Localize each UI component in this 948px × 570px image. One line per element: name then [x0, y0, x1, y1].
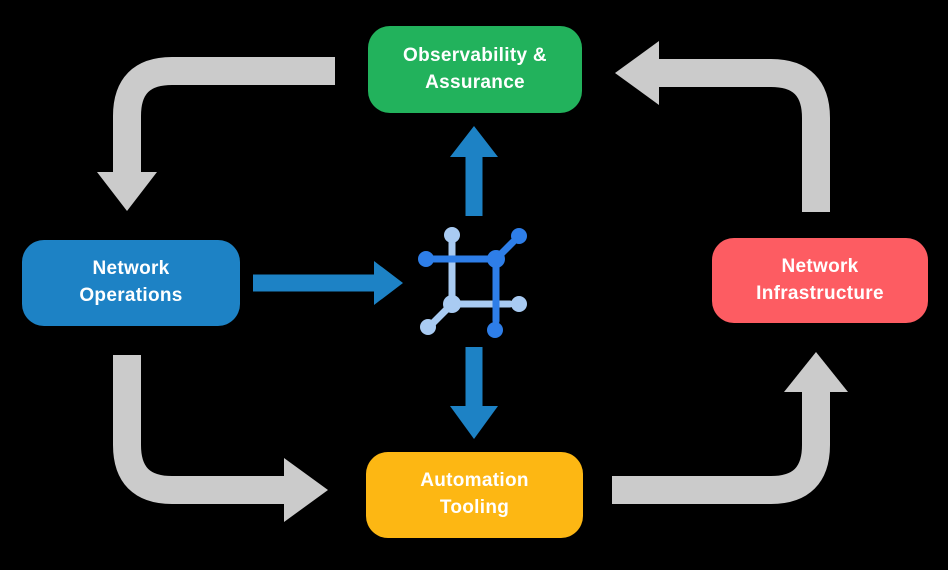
icon-node [420, 319, 436, 335]
arrow-head-up [450, 126, 498, 157]
network-fabric-icon [418, 227, 527, 338]
icon-node [487, 322, 503, 338]
icon-node [444, 227, 460, 243]
arrow-shaft [113, 57, 335, 174]
icon-node [511, 296, 527, 312]
arrow-shaft [113, 355, 286, 504]
node-label-line: Automation [420, 470, 529, 492]
arrow-head-right [374, 261, 403, 305]
arrow-shaft [612, 390, 830, 504]
node-automation-tooling: Automation Tooling [366, 452, 583, 538]
icon-node [487, 250, 505, 268]
cycle-arrow-operations-to-automation [113, 355, 328, 522]
arrow-shaft [659, 59, 830, 212]
network-fabric-icon-dark-part [418, 228, 527, 338]
flow-arrow-center-to-automation [450, 347, 498, 439]
cycle-arrow-automation-to-infrastructure [612, 352, 848, 504]
flow-arrow-operations-to-center [253, 261, 403, 305]
cycle-arrow-observability-to-operations [97, 57, 335, 211]
node-network-infrastructure: Network Infrastructure [712, 238, 928, 323]
arrow-head-right [284, 458, 328, 522]
node-label-line: Infrastructure [756, 282, 884, 304]
arrow-head-left [615, 41, 659, 105]
node-label-line: Assurance [425, 71, 525, 93]
flow-arrow-center-to-observability [450, 126, 498, 216]
arrow-head-down [97, 172, 157, 211]
icon-node [511, 228, 527, 244]
arrow-head-down [450, 406, 498, 439]
node-network-operations: Network Operations [22, 240, 240, 326]
node-observability-assurance: Observability & Assurance [368, 26, 582, 113]
icon-node [418, 251, 434, 267]
network-fabric-icon-light-part [420, 227, 527, 335]
node-label-line: Network [92, 258, 170, 280]
cycle-arrow-infrastructure-to-observability [615, 41, 830, 212]
arrow-head-up [784, 352, 848, 392]
node-label-line: Network [781, 255, 859, 277]
node-label-line: Operations [79, 285, 183, 306]
icon-node [443, 295, 461, 313]
node-label-line: Observability & [403, 44, 547, 66]
node-label-line: Tooling [439, 497, 510, 518]
